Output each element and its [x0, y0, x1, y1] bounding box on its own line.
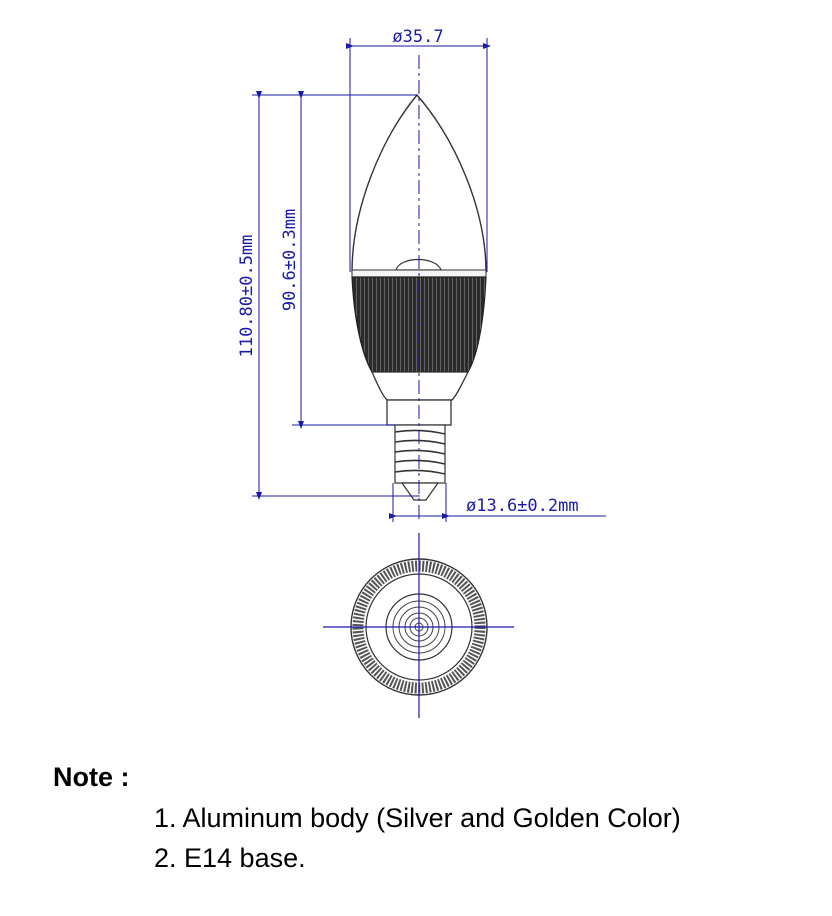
note-item-1: 1. Aluminum body (Silver and Golden Colo…	[154, 803, 681, 833]
note-item-2: 2. E14 base.	[154, 843, 306, 873]
dim-top-diameter: ø35.7	[392, 27, 443, 47]
dim-base-diameter: ø13.6±0.2mm	[466, 496, 579, 516]
dim-total-height: 110.80±0.5mm	[237, 235, 257, 358]
bulb-bottom-view	[323, 533, 514, 718]
technical-drawing: ø35.7 110.80±0.5mm 90.6±0.3mm ø13.6±0.2m…	[237, 27, 606, 718]
note-title: Note :	[53, 762, 130, 792]
dim-body-height: 90.6±0.3mm	[280, 209, 300, 311]
bulb-side-view	[351, 55, 487, 522]
body-neck	[371, 371, 470, 401]
e14-screw-thread	[394, 424, 446, 501]
base-tip	[400, 482, 440, 501]
dimension-lines	[252, 38, 606, 522]
